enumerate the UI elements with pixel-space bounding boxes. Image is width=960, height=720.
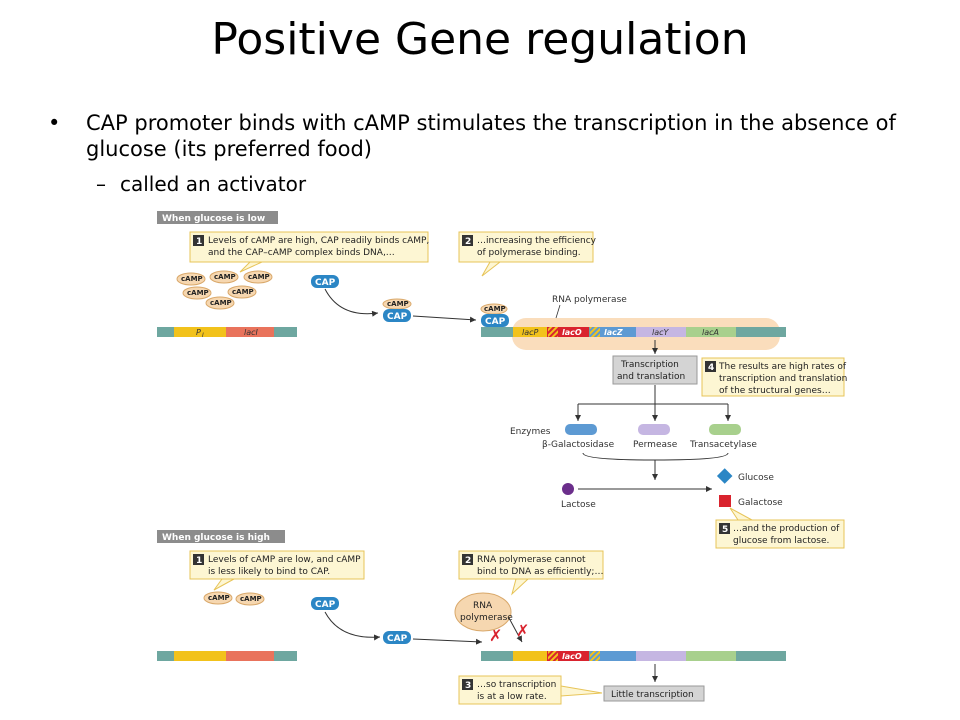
svg-text:3: 3 xyxy=(465,681,471,691)
svg-text:lacI: lacI xyxy=(244,328,259,337)
svg-text:cAMP: cAMP xyxy=(208,594,230,602)
svg-text:P: P xyxy=(196,328,201,337)
low-step2-note: 2 …increasing the efficiency of polymera… xyxy=(458,231,597,277)
svg-text:Transcription: Transcription xyxy=(620,360,679,370)
dna-regulator: P I lacI xyxy=(157,327,297,339)
svg-text:CAP: CAP xyxy=(387,634,408,644)
svg-text:cAMP: cAMP xyxy=(187,289,209,297)
svg-text:cAMP: cAMP xyxy=(181,275,203,283)
svg-text:RNA polymerase: RNA polymerase xyxy=(552,295,627,305)
svg-text:and the CAP–cAMP complex binds: and the CAP–cAMP complex binds DNA,… xyxy=(208,248,395,258)
svg-text:of the structural genes…: of the structural genes… xyxy=(719,386,831,396)
svg-text:Levels of cAMP are high, CAP r: Levels of cAMP are high, CAP readily bin… xyxy=(208,236,429,246)
svg-text:lacO: lacO xyxy=(562,328,582,337)
svg-text:2: 2 xyxy=(465,556,471,566)
svg-text:Glucose: Glucose xyxy=(738,473,774,483)
svg-text:is at a low rate.: is at a low rate. xyxy=(477,692,547,702)
svg-text:1: 1 xyxy=(196,237,202,247)
svg-text:I: I xyxy=(202,332,204,339)
little-transcription-box xyxy=(603,685,705,702)
enzymes-label: Enzymes xyxy=(510,427,551,437)
svg-text:CAP: CAP xyxy=(315,600,336,610)
low-header-bg xyxy=(157,211,278,224)
sub-bullet-text: called an activator xyxy=(120,172,307,196)
enzyme-permease-shape xyxy=(638,424,670,435)
sub-bullet-item: –called an activator xyxy=(96,172,306,196)
enzyme-transacetylase-shape xyxy=(709,424,741,435)
svg-text:lacO: lacO xyxy=(562,652,582,661)
transcription-box xyxy=(612,355,698,385)
svg-text:cAMP: cAMP xyxy=(240,595,262,603)
high-step3-note: 3 …so transcription is at a low rate. xyxy=(458,675,603,705)
svg-text:The results are high rates of: The results are high rates of xyxy=(718,362,847,372)
svg-text:and translation: and translation xyxy=(617,372,685,382)
svg-text:cAMP: cAMP xyxy=(484,305,506,313)
svg-text:β-Galactosidase: β-Galactosidase xyxy=(542,440,615,450)
svg-text:glucose from lactose.: glucose from lactose. xyxy=(733,536,829,546)
svg-text:transcription and translation: transcription and translation xyxy=(719,374,847,384)
svg-text:4: 4 xyxy=(708,363,714,373)
low-glucose-panel: When glucose is low 1 Levels of cAMP are… xyxy=(157,211,847,549)
bullet-item: • CAP promoter binds with cAMP stimulate… xyxy=(48,110,908,162)
block-x-icon: ✗ xyxy=(489,626,502,645)
slide-title: Positive Gene regulation xyxy=(211,14,749,65)
svg-text:RNA polymerase cannot: RNA polymerase cannot xyxy=(477,555,586,565)
svg-text:5: 5 xyxy=(722,525,728,535)
bullet-dot-icon: • xyxy=(48,111,61,135)
svg-text:of polymerase binding.: of polymerase binding. xyxy=(477,248,581,258)
svg-text:Levels of cAMP are low, and cA: Levels of cAMP are low, and cAMP xyxy=(208,555,361,565)
glucose-shape xyxy=(716,468,733,484)
svg-text:cAMP: cAMP xyxy=(248,273,270,281)
svg-text:lacA: lacA xyxy=(702,328,719,337)
camp-cluster: cAMP cAMP cAMP cAMP cAMP cAMP xyxy=(176,270,273,310)
svg-text:…so transcription: …so transcription xyxy=(477,680,556,690)
svg-text:…and the production of: …and the production of xyxy=(733,524,840,534)
dash-icon: – xyxy=(96,172,106,196)
high-glucose-panel: When glucose is high 1 Levels of cAMP ar… xyxy=(157,530,786,705)
bullet-text: CAP promoter binds with cAMP stimulates … xyxy=(86,111,896,161)
rna-polymerase-shape-high xyxy=(454,592,512,632)
svg-text:lacZ: lacZ xyxy=(604,328,623,337)
svg-text:CAP: CAP xyxy=(485,317,506,327)
svg-text:RNA: RNA xyxy=(473,601,493,611)
enzyme-galactosidase-shape xyxy=(565,424,597,435)
svg-text:Lactose: Lactose xyxy=(561,500,596,510)
svg-text:Galactose: Galactose xyxy=(738,498,783,508)
block-x-icon-2: ✗ xyxy=(516,621,529,640)
low-step1-note: 1 Levels of cAMP are high, CAP readily b… xyxy=(189,231,429,273)
svg-text:…increasing the efficiency: …increasing the efficiency xyxy=(477,236,597,246)
low-header: When glucose is low xyxy=(162,214,265,224)
high-step2-note: 2 RNA polymerase cannot bind to DNA as e… xyxy=(458,550,604,596)
high-header: When glucose is high xyxy=(162,533,270,543)
svg-text:cAMP: cAMP xyxy=(232,288,254,296)
cap-protein xyxy=(311,275,339,288)
svg-text:Little transcription: Little transcription xyxy=(611,690,694,700)
svg-text:cAMP: cAMP xyxy=(210,299,232,307)
svg-text:lacY: lacY xyxy=(652,328,670,337)
svg-text:bind to DNA as efficiently;…: bind to DNA as efficiently;… xyxy=(477,567,603,577)
galactose-shape xyxy=(719,495,731,507)
svg-text:cAMP: cAMP xyxy=(387,300,409,308)
svg-text:is less likely to bind to CAP.: is less likely to bind to CAP. xyxy=(208,567,330,577)
svg-text:cAMP: cAMP xyxy=(214,273,236,281)
high-step1-note: 1 Levels of cAMP are low, and cAMP is le… xyxy=(189,550,365,591)
dna-operon: lacP lacO lacZ lacY lacA xyxy=(481,327,786,337)
svg-text:lacP: lacP xyxy=(522,328,539,337)
svg-text:2: 2 xyxy=(465,237,471,247)
low-step4-note: 4 The results are high rates of transcri… xyxy=(701,357,847,397)
svg-text:Permease: Permease xyxy=(633,440,678,450)
svg-text:1: 1 xyxy=(196,556,202,566)
lactose-shape xyxy=(562,483,574,495)
low-step5-note: 5 …and the production of glucose from la… xyxy=(715,507,845,549)
svg-text:Transacetylase: Transacetylase xyxy=(689,440,757,450)
svg-text:polymerase: polymerase xyxy=(460,613,513,623)
svg-text:CAP: CAP xyxy=(387,312,408,322)
svg-text:CAP: CAP xyxy=(315,278,336,288)
